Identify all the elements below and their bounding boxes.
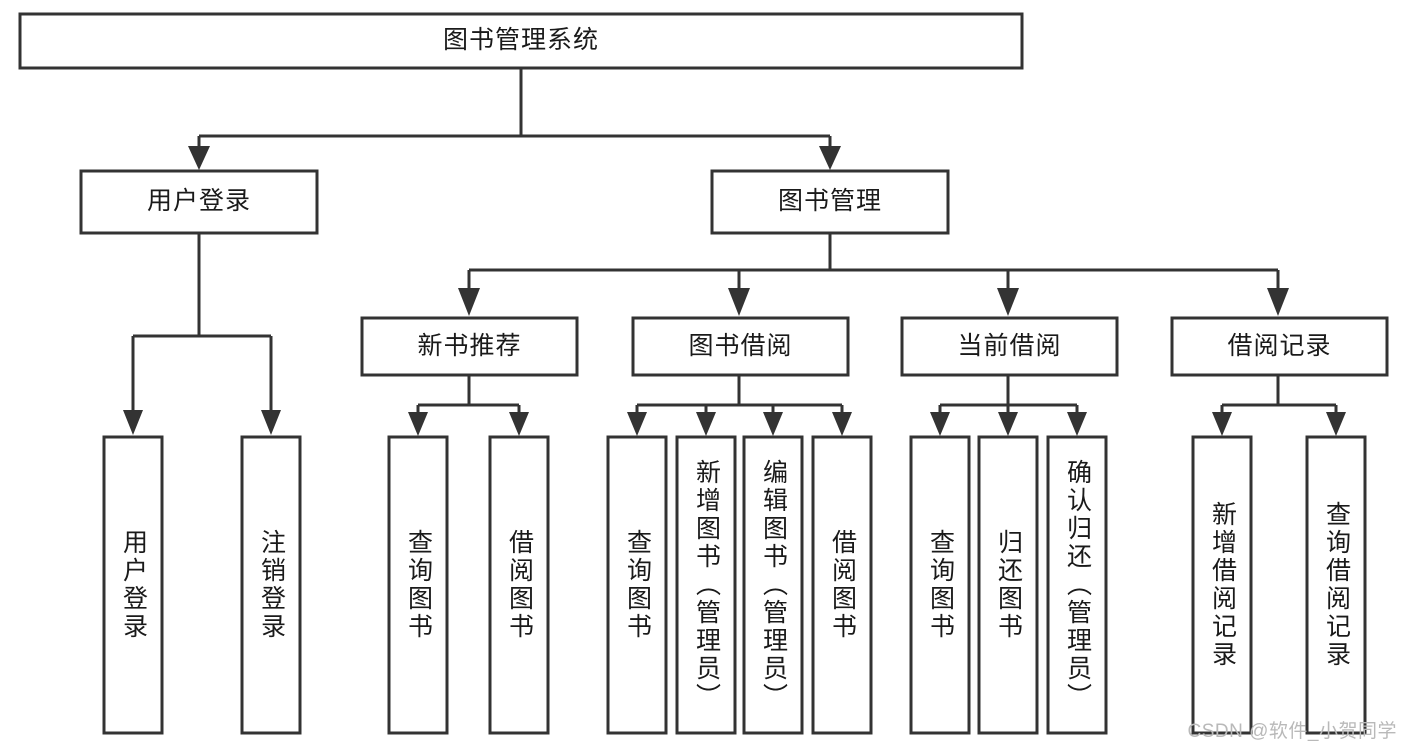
arrow-head-leaf-logout — [261, 410, 281, 435]
node-box-leaf-logout[interactable] — [240, 435, 302, 735]
node-box-leaf-cb-3[interactable] — [1046, 435, 1108, 735]
arrow-head-nbr-leaf-2 — [509, 412, 529, 436]
arrow-head-current-borrow — [997, 288, 1019, 316]
node-box-new-book-recommend[interactable] — [360, 316, 579, 377]
arrow-head-bb-leaf-2 — [696, 412, 716, 436]
node-box-leaf-bb-1[interactable] — [606, 435, 668, 735]
node-box-leaf-br-1[interactable] — [1191, 435, 1253, 735]
node-box-leaf-bb-4[interactable] — [811, 435, 873, 735]
arrow-head-bb-leaf-4 — [832, 412, 852, 436]
arrow-head-new-book — [458, 288, 480, 316]
node-box-leaf-user-login[interactable] — [102, 435, 164, 735]
arrow-head-user-login — [188, 146, 210, 170]
node-box-leaf-br-2[interactable] — [1305, 435, 1367, 735]
node-box-leaf-cb-2[interactable] — [977, 435, 1039, 735]
arrow-head-cb-leaf-2 — [998, 412, 1018, 436]
node-layer — [18, 12, 1389, 735]
node-box-book-borrow[interactable] — [631, 316, 850, 377]
arrow-head-leaf-user-login — [123, 410, 143, 435]
arrow-head-br-leaf-1 — [1212, 412, 1232, 436]
connector-layer — [123, 68, 1346, 436]
arrow-head-bb-leaf-1 — [627, 412, 647, 436]
node-box-user-login[interactable] — [79, 169, 319, 235]
node-box-book-manage[interactable] — [710, 169, 950, 235]
arrow-head-book-manage — [819, 146, 841, 170]
arrow-head-book-borrow — [728, 288, 750, 316]
arrow-head-borrow-record — [1267, 288, 1289, 316]
node-box-leaf-nbr-1[interactable] — [387, 435, 449, 735]
arrow-head-br-leaf-2 — [1326, 412, 1346, 436]
node-box-current-borrow[interactable] — [900, 316, 1119, 377]
arrow-head-cb-leaf-3 — [1067, 412, 1087, 436]
node-box-leaf-bb-2[interactable] — [675, 435, 737, 735]
node-box-leaf-cb-1[interactable] — [909, 435, 971, 735]
node-box-borrow-record[interactable] — [1170, 316, 1389, 377]
arrow-head-nbr-leaf-1 — [408, 412, 428, 436]
arrow-head-cb-leaf-1 — [930, 412, 950, 436]
node-box-leaf-nbr-2[interactable] — [488, 435, 550, 735]
arrow-head-bb-leaf-3 — [763, 412, 783, 436]
node-box-root[interactable] — [18, 12, 1024, 70]
node-box-leaf-bb-3[interactable] — [742, 435, 804, 735]
